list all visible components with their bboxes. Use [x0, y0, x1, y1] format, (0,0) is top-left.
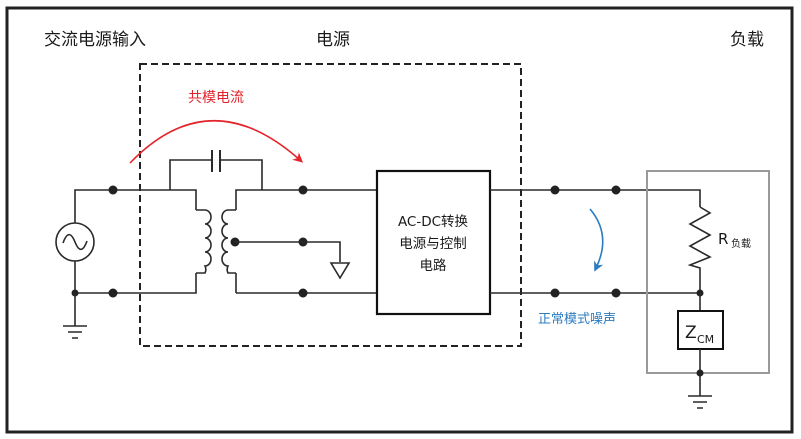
- junction-node: [108, 288, 118, 298]
- outer-frame: [5, 6, 794, 434]
- junction-node: [298, 288, 308, 298]
- common-mode-current-arrow: [129, 120, 303, 164]
- label-power-supply: 电源: [316, 30, 350, 50]
- label-load: 负载: [730, 30, 764, 50]
- normal-mode-noise-arrow: [589, 208, 604, 272]
- zcm-subscript: CM: [697, 333, 714, 346]
- junction-node: [611, 185, 621, 195]
- junction-node: [696, 369, 704, 377]
- ac-dc-converter-block: [375, 169, 492, 316]
- load-resistor: [687, 206, 712, 293]
- converter-label-line2: 电源与控制: [399, 236, 467, 252]
- junction-node: [550, 288, 560, 298]
- load-resistor-symbol: R: [718, 230, 728, 248]
- converter-label-line3: 电路: [420, 258, 447, 274]
- ground-icon: [63, 293, 87, 339]
- common-mode-choke: [196, 189, 262, 293]
- label-normal-mode-noise: 正常模式噪声: [538, 312, 616, 327]
- label-common-mode-current: 共模电流: [188, 90, 244, 106]
- load-resistor-subscript: 负载: [731, 237, 751, 250]
- converter-label-line1: AC-DC转换: [398, 214, 469, 230]
- chassis-ground-icon: [329, 262, 351, 280]
- ground-icon: [688, 395, 712, 409]
- zcm-symbol: Z: [685, 323, 697, 343]
- junction-node: [550, 185, 560, 195]
- load-boundary: [646, 170, 770, 374]
- power-supply-boundary: [139, 63, 522, 347]
- junction-node: [611, 288, 621, 298]
- label-ac-input: 交流电源输入: [44, 30, 146, 50]
- ac-source: [55, 222, 95, 262]
- common-mode-impedance: [677, 310, 724, 350]
- junction-node: [298, 185, 308, 195]
- junction-node: [108, 185, 118, 195]
